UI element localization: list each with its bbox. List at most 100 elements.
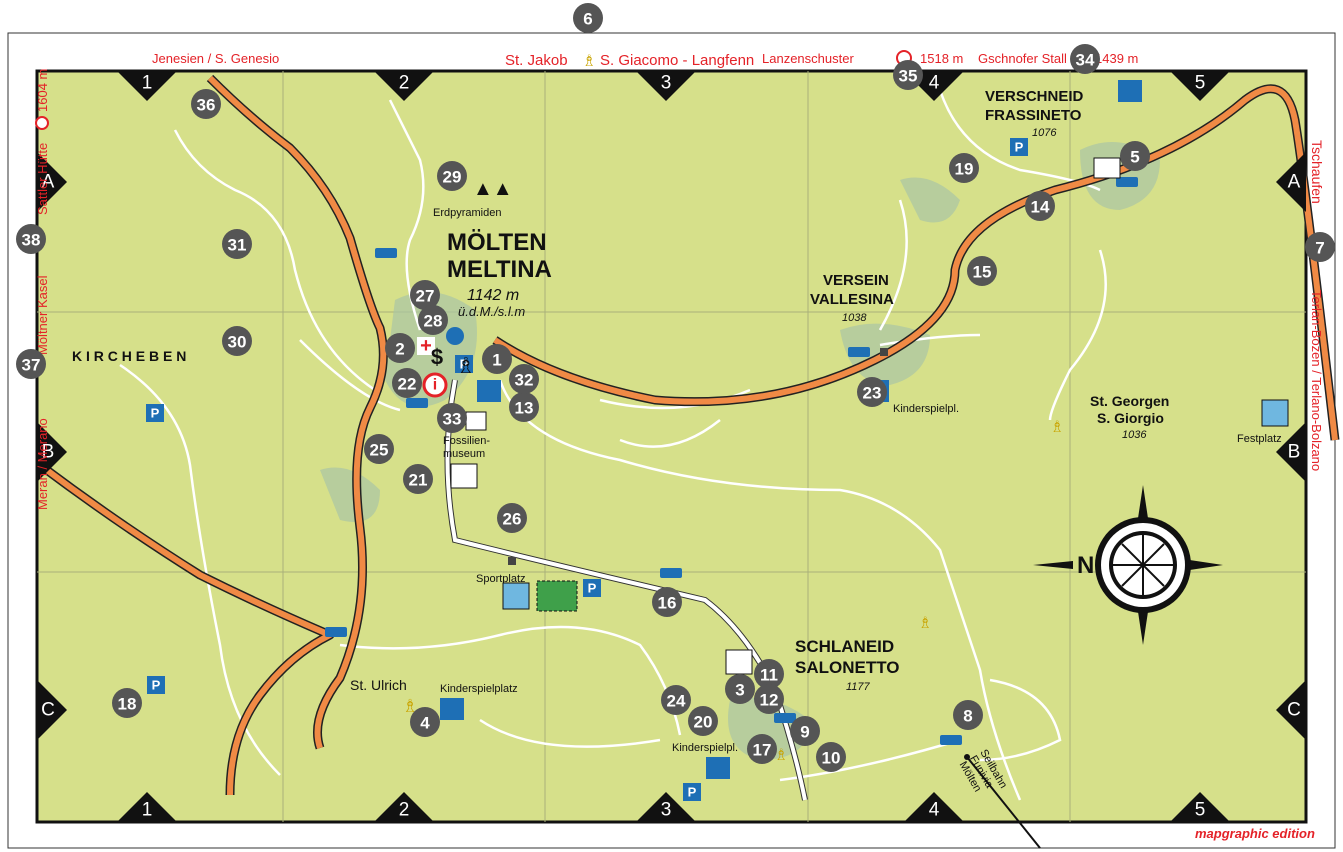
grid-row-b-right: B [1288,442,1301,463]
label-festplatz: Festplatz [1237,433,1282,445]
label-moeltner-kasel: Möltner Kasel [35,275,50,355]
bus-stop-icons [325,177,1138,745]
poi-circle [482,344,512,374]
poi-marker-8[interactable]: 8 [953,700,983,730]
poi-marker-27[interactable]: 27 [410,280,440,310]
poi-marker-37[interactable]: 37 [16,349,46,379]
poi-circle [509,364,539,394]
poi-circle [893,60,923,90]
poi-circle [16,349,46,379]
poi-marker-15[interactable]: 15 [967,256,997,286]
poi-marker-29[interactable]: 29 [437,161,467,191]
poi-marker-18[interactable]: 18 [112,688,142,718]
poi-marker-12[interactable]: 12 [754,684,784,714]
poi-number: 17 [753,741,772,760]
label-lanzenschuster-alt: 1518 m [920,51,963,66]
poi-marker-7[interactable]: 7 [1305,232,1335,262]
label-sattler-alt: 1604 m [35,69,50,112]
grid-row-a-right: A [1288,172,1301,193]
place-salonetto: SALONETTO [795,658,900,677]
poi-marker-5[interactable]: 5 [1120,141,1150,171]
place-st-georgen: St. Georgen [1090,393,1169,409]
poi-marker-4[interactable]: 4 [410,707,440,737]
poi-circle [392,368,422,398]
poi-marker-26[interactable]: 26 [497,503,527,533]
grid-col-3-bottom: 3 [661,800,672,821]
poi-marker-14[interactable]: 14 [1025,191,1055,221]
place-vallesina: VALLESINA [810,291,894,308]
bus-icon [848,347,870,357]
poi-marker-36[interactable]: 36 [191,89,221,119]
poi-marker-11[interactable]: 11 [754,659,784,689]
poi-number: 1 [492,351,501,370]
poi-number: 3 [735,681,744,700]
poi-marker-2[interactable]: 2 [385,333,415,363]
poi-marker-31[interactable]: 31 [222,229,252,259]
poi-marker-32[interactable]: 32 [509,364,539,394]
poi-circle [1305,232,1335,262]
label-gschnofer-alt: 1439 m [1095,51,1138,66]
label-kinderspielpl-versein: Kinderspielpl. [893,403,959,415]
museum-icon [465,411,487,431]
poi-circle [1025,191,1055,221]
bus-icon [660,568,682,578]
poi-number: 27 [416,287,435,306]
poi-marker-17[interactable]: 17 [747,734,777,764]
poi-marker-38[interactable]: 38 [16,224,46,254]
poi-circle [857,377,887,407]
poi-marker-10[interactable]: 10 [816,742,846,772]
grid-row-b-left: B [42,442,55,463]
poi-marker-22[interactable]: 22 [392,368,422,398]
parking-icon [455,355,473,373]
poi-marker-34[interactable]: 34 [1070,44,1100,74]
poi-circle [754,659,784,689]
grid-col-1-bottom: 1 [142,800,153,821]
poi-number: 33 [443,410,462,429]
poi-marker-24[interactable]: 24 [661,685,691,715]
poi-marker-25[interactable]: 25 [364,434,394,464]
poi-number: 4 [420,714,430,733]
grid-col-2-top: 2 [399,73,410,94]
poi-marker-21[interactable]: 21 [403,464,433,494]
svg-text:P: P [151,406,160,421]
poi-marker-6[interactable]: 6 [573,3,603,33]
poi-circle [364,434,394,464]
poi-marker-30[interactable]: 30 [222,326,252,356]
poi-marker-23[interactable]: 23 [857,377,887,407]
schlaneid-altitude: 1177 [846,681,871,693]
label-erdpyramiden: Erdpyramiden [433,207,501,219]
poi-number: 23 [863,384,882,403]
poi-marker-9[interactable]: 9 [790,716,820,746]
moelten-altitude: 1142 m [467,287,519,304]
poi-number: 30 [228,333,247,352]
poi-circle [573,3,603,33]
poi-marker-3[interactable]: 3 [725,674,755,704]
poi-marker-1[interactable]: 1 [482,344,512,374]
poi-circle [403,464,433,494]
poi-number: 16 [658,594,677,613]
label-sportplatz: Sportplatz [476,573,526,585]
poi-circle [747,734,777,764]
cable-car-line [966,756,1041,849]
compass-rose: N [1033,485,1223,645]
poi-marker-33[interactable]: 33 [437,403,467,433]
poi-marker-35[interactable]: 35 [893,60,923,90]
poi-marker-13[interactable]: 13 [509,392,539,422]
poi-number: 19 [955,160,974,179]
poi-circle [385,333,415,363]
poi-number: 12 [760,691,779,710]
poi-circle [661,685,691,715]
poi-marker-19[interactable]: 19 [949,153,979,183]
grid-col-5-top: 5 [1195,73,1206,94]
church-icon: ♗ [774,747,788,764]
poi-marker-28[interactable]: 28 [418,305,448,335]
grid-row-c-left: C [41,700,55,721]
poi-circle [652,587,682,617]
poi-circle [1070,44,1100,74]
poi-number: 11 [760,666,778,685]
poi-marker-16[interactable]: 16 [652,587,682,617]
toilet-icon [440,698,464,720]
poi-marker-20[interactable]: 20 [688,706,718,736]
poi-number: 29 [443,168,462,187]
